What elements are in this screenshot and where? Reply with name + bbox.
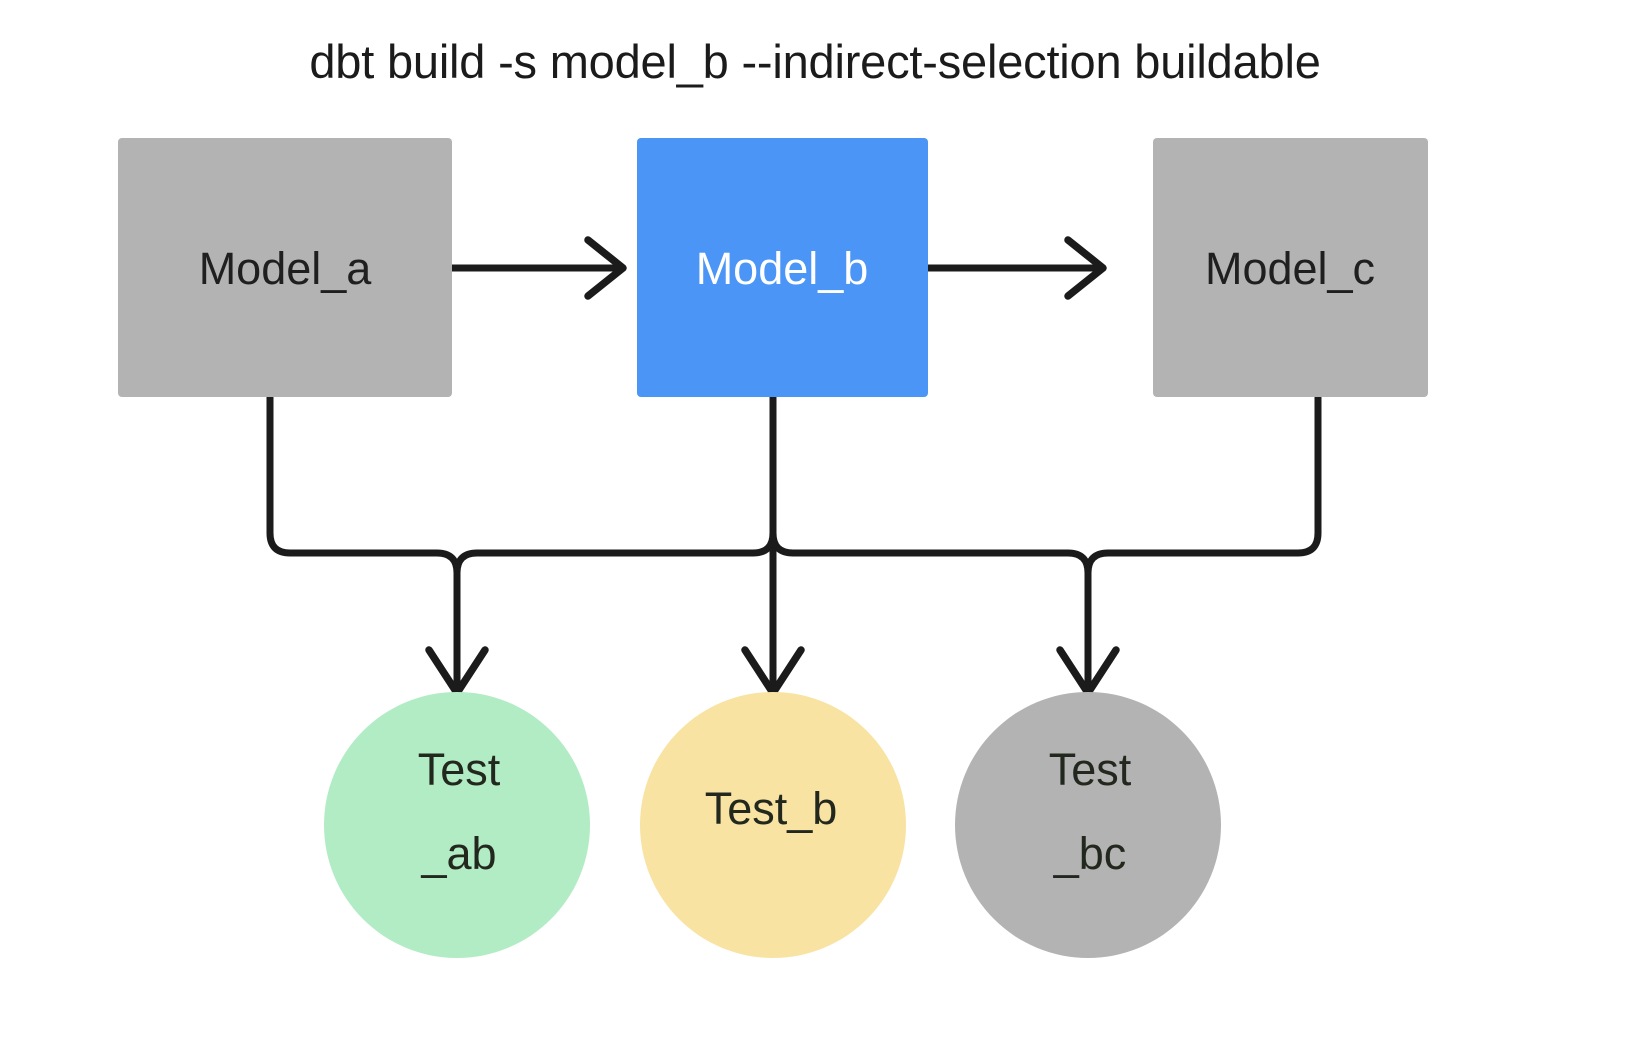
node-model-a-shape[interactable] [118,138,452,397]
edge-line-b-testab [453,393,777,577]
node-model-a-label: Model_a [199,243,373,294]
edge-layer [266,236,1322,697]
node-model-c-label: Model_c [1205,243,1375,294]
edge-line-a-testab [266,393,461,694]
edge-line-b-testbc [769,393,1092,694]
node-model-a[interactable]: Model_a [118,138,452,397]
arrow-head-a-b [584,236,627,300]
node-test-ab-label-line2: _ab [420,828,496,879]
node-model-b-label: Model_b [696,243,869,294]
edge-model-a-to-model-b [448,236,627,300]
node-test-ab-label-line1: Test [418,744,501,795]
node-model-c-shape[interactable] [1153,138,1428,397]
diagram-title: dbt build -s model_b --indirect-selectio… [309,35,1320,88]
edge-model-c-to-test-bc [1084,393,1322,577]
edge-model-b-to-test-ab [453,393,777,577]
node-test-b[interactable]: Test_b [640,692,906,958]
node-model-c[interactable]: Model_c [1153,138,1428,397]
edge-model-b-to-test-bc [769,393,1092,694]
node-model-b-shape[interactable] [637,138,928,397]
node-model-b[interactable]: Model_b [637,138,928,397]
edge-line-c-testbc [1084,393,1322,577]
node-test-bc-shape[interactable] [955,692,1221,958]
edge-model-b-to-model-c [924,236,1107,300]
node-test-bc-label-line2: _bc [1053,828,1127,879]
node-test-ab-shape[interactable] [324,692,590,958]
node-test-b-shape[interactable] [640,692,906,958]
node-test-ab[interactable]: Test _ab [324,692,590,958]
node-test-bc-label-line1: Test [1049,744,1132,795]
node-test-b-label-line1: Test_b [705,783,838,834]
arrow-head-b-c [1064,236,1107,300]
edge-model-a-to-test-ab [266,393,461,694]
node-test-bc[interactable]: Test _bc [955,692,1221,958]
